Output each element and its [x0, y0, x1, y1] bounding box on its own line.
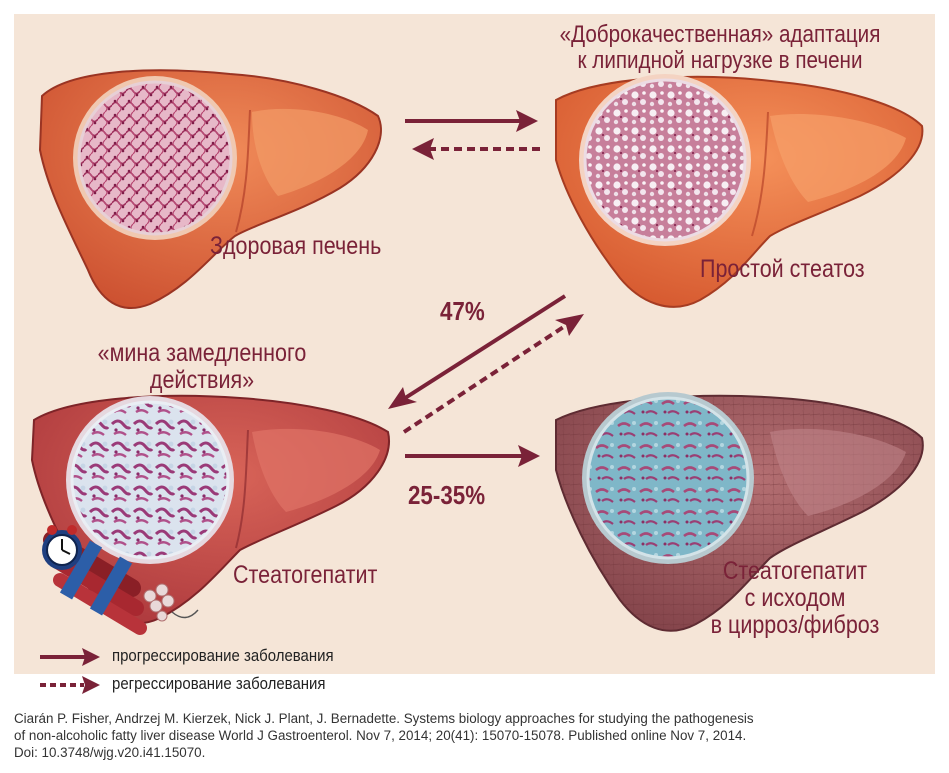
steatosis-title: «Доброкачественная» адаптация к липидной…	[535, 22, 905, 74]
steatohepatitis-title-line1: «мина замедленного	[82, 340, 323, 367]
steatohepatitis-title-line2: действия»	[82, 367, 323, 394]
arrow-steatohepatitis-to-cirrhosis	[405, 445, 540, 467]
percent-25-35-label: 25-35%	[408, 480, 485, 511]
steatohepatitis-title: «мина замедленного действия»	[82, 340, 323, 394]
cirrhosis-label-line3: в цирроз/фиброз	[679, 612, 911, 639]
arrow-steatosis-to-healthy	[412, 138, 540, 160]
healthy-liver-label: Здоровая печень	[210, 233, 381, 260]
citation: Ciarán P. Fisher, Andrzej M. Kierzek, Ni…	[14, 710, 936, 761]
cirrhosis-label: Стеатогепатит с исходом в цирроз/фиброз	[679, 558, 911, 639]
steatosis-label: Простой стеатоз	[700, 256, 865, 283]
steatohepatitis-label: Стеатогепатит	[233, 562, 377, 589]
steatosis-title-line2: к липидной нагрузке в печени	[535, 48, 905, 74]
citation-line3: Doi: 10.3748/wjg.v20.i41.15070.	[14, 744, 936, 761]
steatosis-title-line1: «Доброкачественная» адаптация	[535, 22, 905, 48]
legend-solid-arrow	[40, 648, 100, 666]
legend-regression-label: регрессирование заболевания	[112, 674, 325, 694]
arrow-healthy-to-steatosis	[405, 110, 538, 132]
arrow-steatohepatitis-to-steatosis	[404, 314, 584, 432]
citation-line1: Ciarán P. Fisher, Andrzej M. Kierzek, Ni…	[14, 710, 936, 727]
percent-47-label: 47%	[440, 296, 485, 327]
cirrhosis-label-line2: с исходом	[679, 585, 911, 612]
legend-progression-label: прогрессирование заболевания	[112, 646, 334, 666]
cirrhosis-label-line1: Стеатогепатит	[679, 558, 911, 585]
citation-line2: of non-alcoholic fatty liver disease Wor…	[14, 727, 936, 744]
legend-dashed-arrow	[40, 676, 100, 694]
healthy-liver	[40, 70, 381, 308]
